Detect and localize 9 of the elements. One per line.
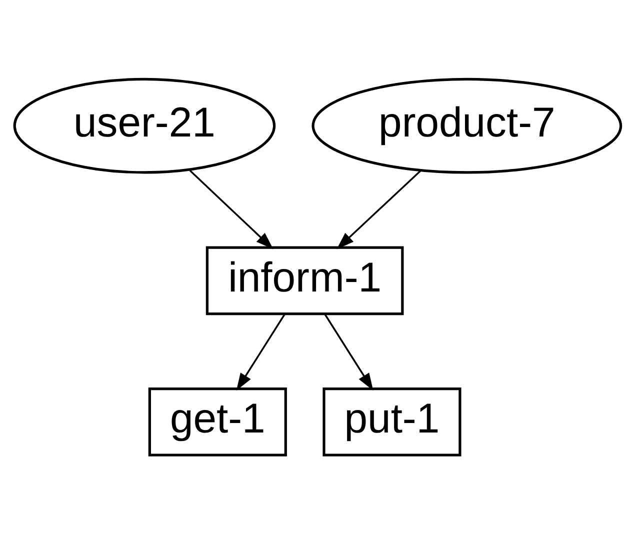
- node-box: get-1: [148, 386, 287, 456]
- node-box: put-1: [322, 386, 462, 456]
- node-ellipse: product-7: [312, 77, 622, 174]
- arrow: [236, 313, 286, 390]
- arrow: [189, 169, 274, 249]
- arrow: [336, 169, 422, 249]
- arrow: [324, 313, 374, 390]
- node-box: inform-1: [206, 246, 404, 315]
- node-ellipse: user-21: [13, 77, 276, 174]
